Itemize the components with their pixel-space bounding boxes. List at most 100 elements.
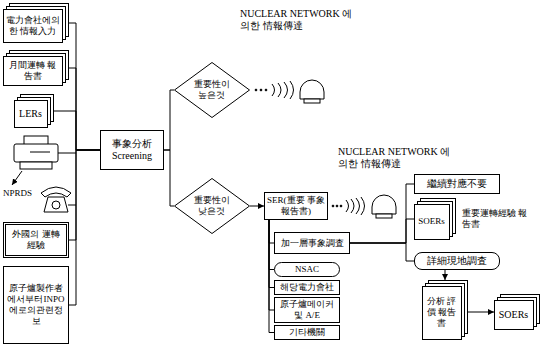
leader-arrow [12, 171, 22, 185]
connector [69, 23, 100, 150]
network-note: NUCLEAR NETWORK 에의한 情報傳達 [338, 146, 456, 170]
printer-slot [30, 152, 50, 153]
signal-dot [255, 89, 257, 91]
system-name: NPRDS [3, 188, 39, 199]
icon-wire [68, 205, 76, 206]
signal-arc [278, 83, 281, 97]
document-label: 電力會社에의한 情報入力 [4, 15, 61, 37]
node-label: 原子爐製作者 에서부터INPO 에로의관련정보 [4, 283, 68, 326]
report-document: SOERs 重要運轉經驗 報告書 [414, 198, 532, 240]
signal-arc [290, 81, 294, 99]
report-document: SOERs [494, 294, 540, 330]
decision-diamond: 重要性이 낮은것 [174, 178, 250, 234]
node-label: 外國의 運轉經驗 [6, 229, 66, 251]
node-label: 繼續對應不要 [415, 178, 499, 190]
connector [250, 206, 264, 207]
document-label: 月間運轉 報告書 [4, 60, 61, 82]
terminal-dome [300, 80, 324, 99]
signal-arc [346, 200, 349, 212]
connector [69, 150, 100, 240]
text-slot: 電力會社에의한 情報入力 [4, 10, 61, 41]
document-page [415, 205, 450, 240]
agency-box: 해당電力會社 [274, 280, 340, 295]
document-label: LERs [15, 108, 46, 120]
signal-waves [255, 81, 293, 99]
telephone-dial [52, 201, 60, 209]
document-page [4, 10, 63, 43]
node-label: 原子爐메이커 및 A/E [275, 299, 339, 321]
agency-box: NSAC [274, 262, 340, 277]
signal-arc [356, 198, 360, 214]
connector [69, 68, 100, 150]
report-document: 分析 評價 報告書 [422, 280, 468, 340]
input-document: 電力會社에의한 情報入力 [3, 3, 69, 43]
network-terminal-icon [372, 195, 396, 218]
text-slot: SOERs [415, 205, 448, 238]
report-document: 月間運轉 報告書 [3, 50, 69, 86]
telephone-handset [41, 187, 71, 197]
signal-dot [260, 89, 262, 91]
signal-arc [284, 82, 288, 98]
printer-body [14, 144, 58, 162]
connector [468, 312, 494, 313]
text-slot: 分析 評價 報告書 [423, 287, 460, 338]
telephone-base [44, 197, 68, 212]
terminal-base [304, 99, 320, 103]
text-slot: LERs [15, 101, 46, 126]
connector [54, 111, 100, 150]
document-caption: 重要運轉經驗 報告書 [462, 208, 532, 230]
icon-wire [58, 153, 76, 154]
document-page [495, 301, 534, 330]
report-document: LERs [14, 94, 54, 128]
network-terminal-icon [300, 80, 324, 103]
report-box: SER(重要 事象報告書) [264, 192, 328, 220]
document-label: 分析 評價 報告書 [423, 296, 460, 328]
terminal-base [376, 214, 392, 218]
signal-arc [351, 199, 354, 213]
diamond-shape [175, 179, 250, 234]
signal-dot [332, 205, 334, 207]
telephone-icon [41, 187, 71, 212]
agency-box: 原子爐메이커 및 A/E [274, 297, 340, 323]
network-note: NUCLEAR NETWORK 에의한 情報傳達 [240, 8, 358, 32]
process-box: 加一層事象調査 [274, 232, 350, 254]
connector [69, 150, 100, 305]
node-label: NSAC [275, 264, 339, 275]
input-box: 外國의 運轉經驗 [3, 222, 69, 258]
node-label: 詳細現地調査 [415, 255, 499, 267]
signal-dot [336, 205, 338, 207]
signal-arc [361, 197, 365, 215]
text-slot: 重要性이 높은것 [189, 62, 235, 118]
connector [164, 150, 174, 206]
printer-output [20, 162, 52, 169]
node-label: SER(重要 事象報告書) [265, 195, 327, 217]
connector [445, 270, 446, 280]
node-label: 加一層事象調査 [275, 238, 349, 249]
document-label: SOERs [495, 309, 532, 321]
connector [350, 184, 414, 243]
result-box: 繼續對應不要 [414, 174, 500, 194]
process-box: 詳細現地調査 [414, 252, 500, 270]
signal-dot [265, 89, 267, 91]
signal-waves [332, 197, 364, 215]
terminal-dome [372, 195, 396, 214]
diamond-shape [175, 63, 250, 118]
decision-label: 重要性이 낮은것 [189, 195, 235, 217]
document-page [4, 57, 63, 86]
node-label: 해당電力會社 [275, 282, 339, 293]
node-label: 기타機關 [275, 327, 339, 338]
text-slot: SOERs [495, 301, 532, 328]
decision-label: 重要性이 높은것 [189, 79, 235, 101]
text-slot: 重要性이 낮은것 [189, 178, 235, 234]
printer-icon [14, 136, 58, 169]
node-label: 事象分析 Screening [101, 138, 163, 162]
connector [350, 243, 414, 261]
agency-box: 기타機關 [274, 325, 340, 340]
text-slot: 重要運轉經驗 報告書 [462, 198, 532, 240]
text-slot: 月間運轉 報告書 [4, 57, 61, 84]
process-box: 事象分析 Screening [100, 130, 164, 170]
decision-diamond: 重要性이 높은것 [174, 62, 250, 118]
document-label: SOERs [415, 216, 448, 227]
signal-arc [272, 84, 275, 96]
